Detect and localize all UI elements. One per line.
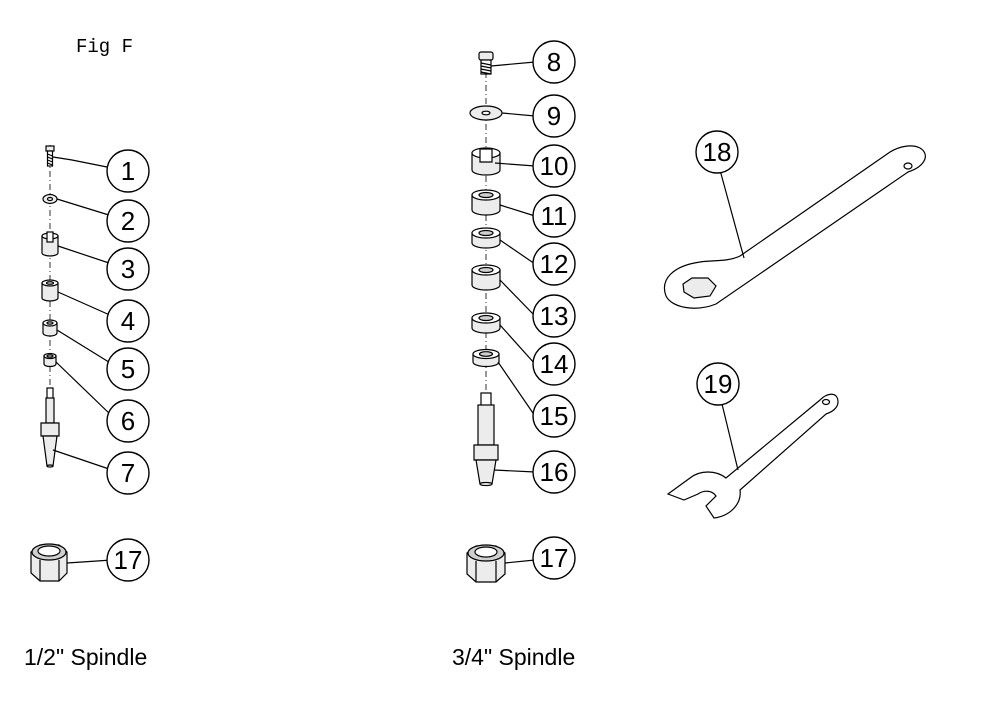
svg-text:8: 8 (547, 47, 561, 77)
svg-text:4: 4 (121, 306, 135, 336)
caption-three-quarter-inch-spindle: 3/4" Spindle (452, 644, 575, 670)
svg-text:16: 16 (540, 457, 569, 487)
svg-text:17: 17 (540, 543, 569, 573)
part-screw (478, 51, 494, 75)
callout-2: 2 (106, 199, 150, 243)
svg-text:17: 17 (114, 545, 143, 575)
part-spindle (473, 392, 499, 487)
callout-15: 15 (532, 394, 576, 438)
part-washer (42, 193, 58, 205)
svg-text:5: 5 (121, 354, 135, 384)
callout-16: 16 (532, 450, 576, 494)
callout-5: 5 (106, 347, 150, 391)
part-spacer-short (42, 319, 58, 337)
wrench-large (663, 145, 926, 309)
svg-text:19: 19 (704, 369, 733, 399)
wrench-spanner (666, 393, 839, 519)
svg-text:2: 2 (121, 206, 135, 236)
callout-13: 13 (532, 294, 576, 338)
part-washer (469, 105, 503, 121)
part-hex-nut (466, 544, 506, 583)
callout-1: 1 (106, 149, 150, 193)
three-quarter-inch-spindle-assembly (466, 51, 536, 583)
callout-14: 14 (532, 342, 576, 386)
callout-bubbles: 1 2 3 4 5 6 7 17 8 9 10 11 12 13 14 15 1… (106, 40, 740, 582)
part-spacer-short (471, 312, 501, 334)
callout-19: 19 (696, 362, 740, 406)
svg-text:9: 9 (547, 101, 561, 131)
part-spacer-long (41, 279, 59, 302)
callout-8: 8 (532, 40, 576, 84)
callout-4: 4 (106, 299, 150, 343)
svg-text:12: 12 (540, 249, 569, 279)
caption-half-inch-spindle: 1/2" Spindle (24, 644, 147, 670)
svg-text:10: 10 (540, 151, 569, 181)
svg-text:14: 14 (540, 349, 569, 379)
part-bushing (472, 348, 500, 368)
callout-12: 12 (532, 242, 576, 286)
part-slotted-collar (41, 231, 59, 257)
callout-6: 6 (106, 399, 150, 443)
svg-text:1: 1 (121, 156, 135, 186)
part-spacer-short (471, 227, 501, 249)
part-spacer-long (471, 189, 501, 216)
svg-text:18: 18 (703, 137, 732, 167)
callout-7: 7 (106, 451, 150, 495)
part-bushing (43, 352, 57, 368)
figure-title: Fig F (76, 36, 133, 58)
callout-18: 18 (695, 130, 739, 174)
part-spacer-long (471, 264, 501, 291)
callout-9: 9 (532, 94, 576, 138)
svg-text:13: 13 (540, 301, 569, 331)
callout-17-left: 17 (106, 538, 150, 582)
callout-10: 10 (532, 144, 576, 188)
svg-text:6: 6 (121, 406, 135, 436)
part-spindle (40, 387, 60, 468)
svg-text:7: 7 (121, 458, 135, 488)
callout-11: 11 (532, 194, 576, 238)
svg-text:15: 15 (540, 401, 569, 431)
svg-text:3: 3 (121, 254, 135, 284)
half-inch-spindle-assembly (30, 145, 113, 582)
callout-3: 3 (106, 247, 150, 291)
part-slotted-collar (471, 147, 501, 176)
part-screw (45, 145, 55, 167)
callout-17-right: 17 (532, 536, 576, 580)
svg-text:11: 11 (541, 201, 568, 231)
part-hex-nut (30, 543, 68, 582)
